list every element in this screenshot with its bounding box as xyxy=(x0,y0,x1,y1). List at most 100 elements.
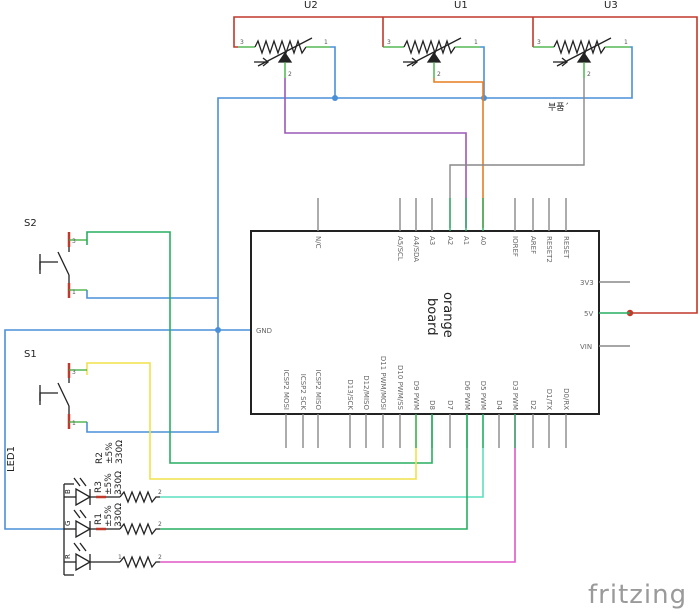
svg-text:1: 1 xyxy=(474,39,478,46)
fritzing-logo: fritzing xyxy=(588,580,688,610)
pushbutton-s2[interactable] xyxy=(39,232,87,298)
top-pin-label[interactable]: A0 xyxy=(479,236,487,245)
resistor-r3-name: R3 xyxy=(94,481,104,493)
potentiometer-u1[interactable] xyxy=(383,37,480,78)
bottom-pin-label[interactable]: D10 PWM/SS xyxy=(396,365,404,411)
junction-gnd-2 xyxy=(481,95,487,101)
top-pin-label[interactable]: N/C xyxy=(314,236,322,249)
svg-text:3: 3 xyxy=(387,39,391,46)
top-pin-label[interactable]: IOREF xyxy=(511,236,519,257)
label-s1: S1 xyxy=(24,349,37,360)
rgb-led[interactable] xyxy=(63,477,120,576)
wire-s1-yellow xyxy=(86,362,417,480)
pin-3v3[interactable]: 3V3 xyxy=(580,279,594,287)
resistor-r1-value: 330Ω xyxy=(114,503,124,527)
svg-text:1: 1 xyxy=(324,39,328,46)
resistor-r3-tol: ±5% xyxy=(104,473,114,495)
pin-5v[interactable]: 5V xyxy=(584,310,593,318)
bottom-pin-label[interactable]: D4 xyxy=(495,400,503,410)
bottom-pin-label[interactable]: D5 PWM xyxy=(479,381,487,410)
pin-gnd[interactable]: GND xyxy=(256,327,272,335)
wire-r-magenta xyxy=(160,415,516,563)
top-pin-label[interactable]: AREF xyxy=(529,236,537,254)
board-title-1: orange xyxy=(440,292,455,338)
svg-text:3: 3 xyxy=(72,238,76,245)
bottom-pin-label[interactable]: ICSP2 MISO xyxy=(314,370,322,411)
bottom-pin-label[interactable]: D9 PWM xyxy=(412,381,420,410)
resistor-r1-tol: ±5% xyxy=(104,505,114,527)
top-pin-label[interactable]: A3 xyxy=(428,236,436,245)
svg-text:1: 1 xyxy=(72,420,76,427)
svg-text:1: 1 xyxy=(118,554,122,561)
potentiometer-u3[interactable] xyxy=(533,37,630,78)
orange-board[interactable] xyxy=(250,230,600,415)
svg-text:2: 2 xyxy=(437,71,441,78)
pin-vin[interactable]: VIN xyxy=(580,343,592,351)
label-u1: U1 xyxy=(454,0,468,11)
svg-text:3: 3 xyxy=(537,39,541,46)
resistor-r1[interactable] xyxy=(119,522,160,536)
top-pin-label[interactable]: A5/SCL xyxy=(396,236,404,261)
bottom-pin-label[interactable]: D8 xyxy=(428,400,436,410)
wire-r1-green xyxy=(160,415,468,530)
bottom-pin-label[interactable]: D1/TX xyxy=(545,389,553,410)
svg-text:3: 3 xyxy=(72,369,76,376)
bottom-pin-label[interactable]: D11 PWM/MOSI xyxy=(379,356,387,410)
top-pin-label[interactable]: RESET2 xyxy=(545,236,553,263)
svg-text:2: 2 xyxy=(158,521,162,528)
resistor-r3[interactable] xyxy=(119,490,160,504)
bottom-pin-label[interactable]: D2 xyxy=(529,400,537,410)
board-bottom-pins: ICSP2 MOSI ICSP2 SCK ICSP2 MISO D13/SCK D12/… xyxy=(282,356,570,448)
svg-text:3: 3 xyxy=(240,39,244,46)
resistor-r2-name: R2 xyxy=(95,452,105,464)
bottom-pin-label[interactable]: D7 xyxy=(446,400,454,410)
bottom-pin-label[interactable]: D0/RX xyxy=(562,388,570,410)
top-pin-label[interactable]: A2 xyxy=(446,236,454,245)
resistor-r3-value: 330Ω xyxy=(114,471,124,495)
bottom-pin-label[interactable]: D6 PWM xyxy=(463,381,471,410)
board-right-pins xyxy=(599,281,630,347)
svg-text:1: 1 xyxy=(118,521,122,528)
junction-gnd-1 xyxy=(332,95,338,101)
label-s2: S2 xyxy=(24,218,37,229)
resistor-r2-tol: ±5% xyxy=(105,442,115,464)
board-title-2: board xyxy=(424,298,439,336)
svg-text:1: 1 xyxy=(624,39,628,46)
top-pin-label[interactable]: A1 xyxy=(462,236,470,245)
bottom-pin-label[interactable]: D3 PWM xyxy=(511,381,519,410)
label-u3: U3 xyxy=(604,0,618,11)
resistor-r1-name: R1 xyxy=(94,513,104,525)
junction-gnd-3 xyxy=(215,327,221,333)
svg-text:2: 2 xyxy=(288,71,292,78)
led-pin-b: B xyxy=(64,489,72,494)
svg-text:2: 2 xyxy=(158,554,162,561)
bottom-pin-label[interactable]: ICSP2 SCK xyxy=(299,374,307,411)
board-top-pins: N/C A5/SCL A4/SDA A3 A2 A1 A0 IOREF AREF RESET2 RE… xyxy=(314,198,570,263)
resistor-r2-value: 330Ω xyxy=(115,440,125,464)
top-pin-label[interactable]: A4/SDA xyxy=(412,236,420,262)
svg-text:1: 1 xyxy=(118,489,122,496)
svg-text:2: 2 xyxy=(587,71,591,78)
pushbutton-s1[interactable] xyxy=(39,363,87,429)
label-led1: LED1 xyxy=(6,446,17,472)
annotation-label: 부품ˊ xyxy=(548,102,569,113)
wire-5v-red xyxy=(233,16,698,314)
wire-r3-cyan xyxy=(160,415,484,498)
led-pin-r: R xyxy=(64,554,72,559)
wire-gnd-blue xyxy=(4,46,633,530)
resistor-r2[interactable] xyxy=(119,555,160,569)
led-pin-g: G xyxy=(64,521,72,526)
bottom-pin-label[interactable]: D12/MISO xyxy=(362,375,370,410)
wire-u3-wiper-gray xyxy=(449,78,585,228)
wire-s2-green xyxy=(86,231,433,464)
svg-text:1: 1 xyxy=(72,289,76,296)
wire-u2-wiper-purple xyxy=(284,78,467,228)
top-pin-label[interactable]: RESET xyxy=(562,236,570,259)
potentiometer-u2[interactable] xyxy=(238,37,330,78)
bottom-pin-label[interactable]: ICSP2 MOSI xyxy=(282,370,290,410)
svg-text:2: 2 xyxy=(158,489,162,496)
wire-u1-wiper-orange xyxy=(433,78,484,228)
bottom-pin-label[interactable]: D13/SCK xyxy=(346,379,354,410)
label-u2: U2 xyxy=(304,0,318,11)
